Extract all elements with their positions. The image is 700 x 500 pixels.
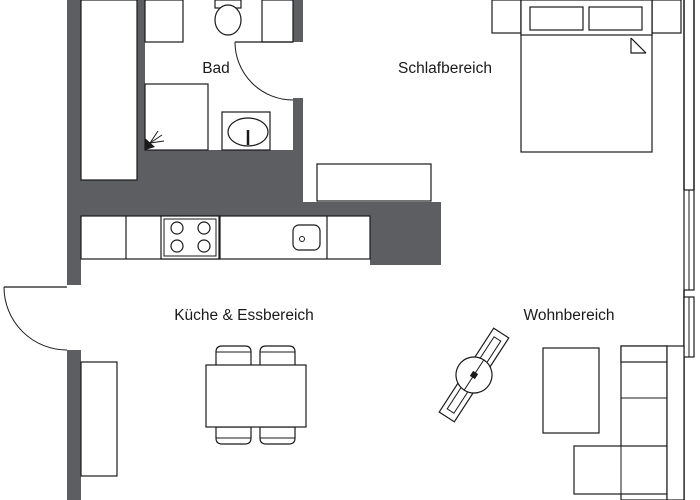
shower-icon — [144, 83, 209, 151]
room-label-wohnbereich: Wohnbereich — [523, 307, 614, 324]
right-wall — [683, 0, 695, 500]
nightstand-right — [651, 0, 682, 34]
wall-core-block — [81, 150, 441, 265]
kitchen-counter — [80, 215, 371, 260]
chair-icon — [259, 345, 296, 367]
wall-bath-left — [137, 0, 145, 150]
wall-left-upper — [67, 0, 81, 285]
bath-cabinet-top-right — [261, 0, 294, 43]
dining-table — [205, 364, 307, 428]
sideboard — [80, 361, 118, 477]
dining-area: Küche & Essbereich — [80, 307, 314, 477]
bathroom-door — [234, 41, 294, 101]
entrance-door — [3, 286, 68, 351]
lounge-chair-icon — [438, 327, 510, 423]
counter — [80, 215, 371, 260]
bedroom: Schlafbereich — [316, 0, 682, 202]
bed-icon — [520, 0, 653, 153]
wall-bath-right-lower — [293, 98, 303, 158]
toilet-icon — [214, 0, 242, 36]
sofa-icon — [573, 345, 685, 500]
walls — [67, 0, 441, 500]
chair-icon — [215, 426, 252, 445]
bathroom: Bad — [80, 0, 294, 181]
room-label-kueche: Küche & Essbereich — [174, 307, 314, 324]
stove-icon — [160, 215, 220, 260]
chair-icon — [259, 426, 296, 445]
room-label-schlafbereich: Schlafbereich — [398, 60, 492, 77]
bath-cabinet-left — [80, 0, 138, 181]
wall-bath-right-upper — [293, 0, 303, 42]
room-label-bad: Bad — [202, 60, 230, 77]
washbasin-icon — [221, 111, 271, 151]
coffee-table — [542, 347, 600, 434]
nightstand-left — [491, 0, 522, 34]
living-area: Wohnbereich — [438, 307, 685, 500]
bath-cabinet-top-left — [144, 0, 184, 43]
kitchen-sink-icon — [292, 224, 321, 251]
wall-left-lower — [67, 350, 81, 500]
dresser — [316, 163, 432, 202]
chair-icon — [215, 345, 252, 367]
